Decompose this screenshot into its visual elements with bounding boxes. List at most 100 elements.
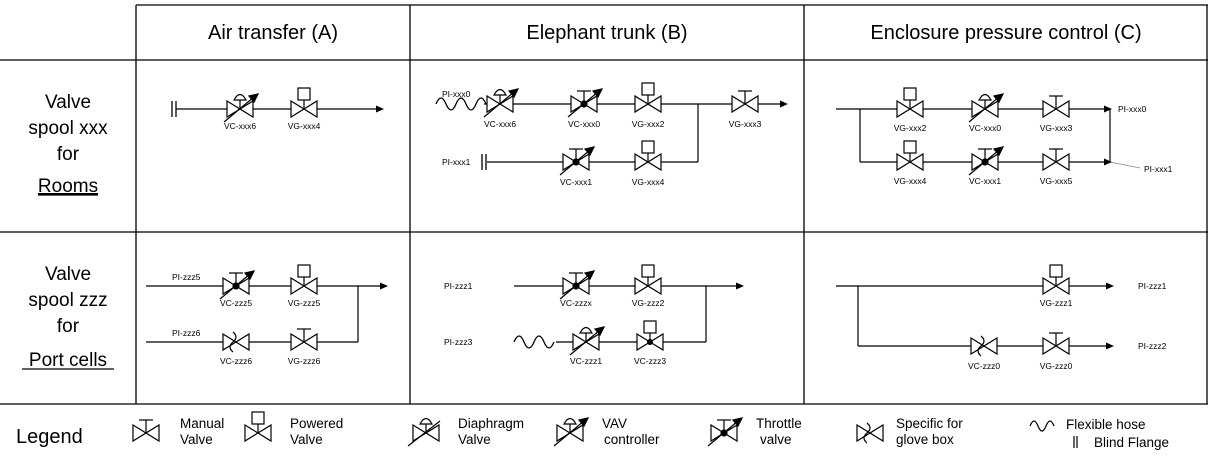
tag-label: VC-xxx1 xyxy=(560,177,592,187)
vav-valve-icon xyxy=(483,88,520,118)
manual-valve-icon xyxy=(1042,95,1070,119)
legend-blind: Blind Flange xyxy=(1094,435,1169,450)
flow-arrow-icon xyxy=(1104,105,1112,113)
tag-label: PI-zzz2 xyxy=(1138,341,1167,351)
tag-label: PI-zzz5 xyxy=(172,272,201,282)
tag-label: VG-zzz5 xyxy=(288,298,321,308)
flow-arrow-icon xyxy=(1106,282,1114,290)
valve-layer xyxy=(132,82,1114,447)
tag-label: VC-zzz3 xyxy=(634,356,666,366)
header-elephant-trunk: Elephant trunk (B) xyxy=(526,22,687,44)
tag-label: VC-xxx0 xyxy=(969,123,1001,133)
blind-flange-icon xyxy=(1073,436,1078,448)
glove-valve-icon xyxy=(970,335,998,357)
legend-vav-line1: VAV xyxy=(602,416,627,431)
manual-valve-icon xyxy=(1042,148,1070,172)
legend-manual-line1: Manual xyxy=(180,416,224,431)
blind-flange-icon xyxy=(171,101,177,117)
flow-arrow-icon xyxy=(380,282,388,290)
vav-valve-icon xyxy=(569,326,606,356)
flexible-hose-icon xyxy=(435,97,487,111)
flexible-hose-icon xyxy=(513,335,555,349)
manual-valve-icon xyxy=(1042,332,1070,356)
powered-valve-icon xyxy=(634,264,662,296)
tag-label: VC-xxx6 xyxy=(484,119,516,129)
tag-label: PI-zzz6 xyxy=(172,328,201,338)
tag-label: VC-xxx0 xyxy=(568,119,600,129)
svg-text:for: for xyxy=(57,144,80,165)
legend: Legend Manual Valve Powered Valve Diaphr… xyxy=(16,416,1169,450)
tag-label: VC-xxx1 xyxy=(969,176,1001,186)
header-enclosure-pressure: Enclosure pressure control (C) xyxy=(870,22,1141,44)
tag-label: VC-zzz6 xyxy=(220,356,252,366)
vav-valve-icon xyxy=(553,417,590,447)
table-grid xyxy=(0,4,1208,405)
diaphragm-arrow-icon xyxy=(407,420,441,447)
throttle-valve-icon xyxy=(559,146,596,176)
legend-manual-line2: Valve xyxy=(180,432,213,447)
legend-throttle-line2: valve xyxy=(760,432,792,447)
legend-diaphragm-line2: Valve xyxy=(458,432,491,447)
throttle-dot-icon xyxy=(647,339,653,345)
tag-label: VC-zzzx xyxy=(560,298,592,308)
tag-label: VG-xxx4 xyxy=(288,121,321,131)
row-label-ports: Valve spool zzz for Port cells xyxy=(22,264,114,371)
header-air-transfer: Air transfer (A) xyxy=(208,22,338,44)
throttle-valve-icon xyxy=(559,270,596,300)
tag-label: PI-zzz3 xyxy=(444,337,473,347)
svg-text:Port cells: Port cells xyxy=(29,350,107,371)
tag-label: VC-zzz0 xyxy=(968,361,1000,371)
tag-label: VC-xxx6 xyxy=(224,121,256,131)
tag-label: VG-xxx2 xyxy=(632,119,665,129)
powered-valve-icon xyxy=(634,140,662,172)
powered-valve-icon xyxy=(290,264,318,296)
powered-valve-icon xyxy=(1042,264,1070,296)
tag-label: PI-xxx0 xyxy=(442,89,471,99)
legend-throttle-line1: Throttle xyxy=(756,416,802,431)
flexible-hose-icon xyxy=(1029,420,1055,432)
svg-text:Valve: Valve xyxy=(45,264,91,285)
pi-leader-line xyxy=(1109,161,1141,169)
powered-valve-icon xyxy=(896,140,924,172)
blind-flange-icon xyxy=(481,154,487,170)
flow-arrow-icon xyxy=(736,282,744,290)
manual-valve-icon xyxy=(731,90,759,114)
legend-diaphragm-line1: Diaphragm xyxy=(458,416,524,431)
pipe-lines xyxy=(146,103,1111,347)
valve-tags: VC-xxx6 VG-xxx4 PI-xxx0 VC-xxx6 VC-xxx0 … xyxy=(172,89,1173,371)
legend-powered-line2: Valve xyxy=(290,432,323,447)
tag-label: VG-xxx4 xyxy=(632,177,665,187)
diaphragm-valve-icon xyxy=(412,417,440,443)
tag-label: VG-xxx5 xyxy=(1040,176,1073,186)
tag-label: VG-zzz0 xyxy=(1040,361,1073,371)
vav-valve-icon xyxy=(223,93,260,123)
powered-valve-icon xyxy=(634,82,662,114)
tag-label: VG-xxx4 xyxy=(894,176,927,186)
legend-flex: Flexible hose xyxy=(1066,417,1146,432)
manual-valve-icon xyxy=(132,419,160,443)
glove-valve-icon xyxy=(222,331,250,353)
tag-label: VG-zzz6 xyxy=(288,356,321,366)
vav-valve-icon xyxy=(968,93,1005,123)
legend-title: Legend xyxy=(16,426,83,448)
powered-valve-icon xyxy=(244,411,272,443)
manual-valve-icon xyxy=(290,328,318,352)
flow-arrow-icon xyxy=(780,100,788,108)
powered-valve-icon xyxy=(290,87,318,119)
tag-label: VG-xxx2 xyxy=(894,123,927,133)
tag-label: VC-zzz5 xyxy=(220,298,252,308)
throttle-valve-icon xyxy=(219,270,256,300)
glove-valve-icon xyxy=(856,422,884,444)
svg-text:spool zzz: spool zzz xyxy=(28,290,107,311)
powered-valve-icon xyxy=(636,320,664,352)
tag-label: PI-zzz1 xyxy=(444,281,473,291)
throttle-valve-icon xyxy=(567,88,604,118)
flow-arrow-icon xyxy=(1106,342,1114,350)
row-label-rooms: Valve spool xxx for Rooms xyxy=(28,92,108,197)
legend-glove-line1: Specific for xyxy=(896,416,963,431)
svg-text:Rooms: Rooms xyxy=(38,176,98,197)
tag-label: VG-zzz2 xyxy=(632,298,665,308)
flow-arrow-icon xyxy=(1104,158,1112,166)
